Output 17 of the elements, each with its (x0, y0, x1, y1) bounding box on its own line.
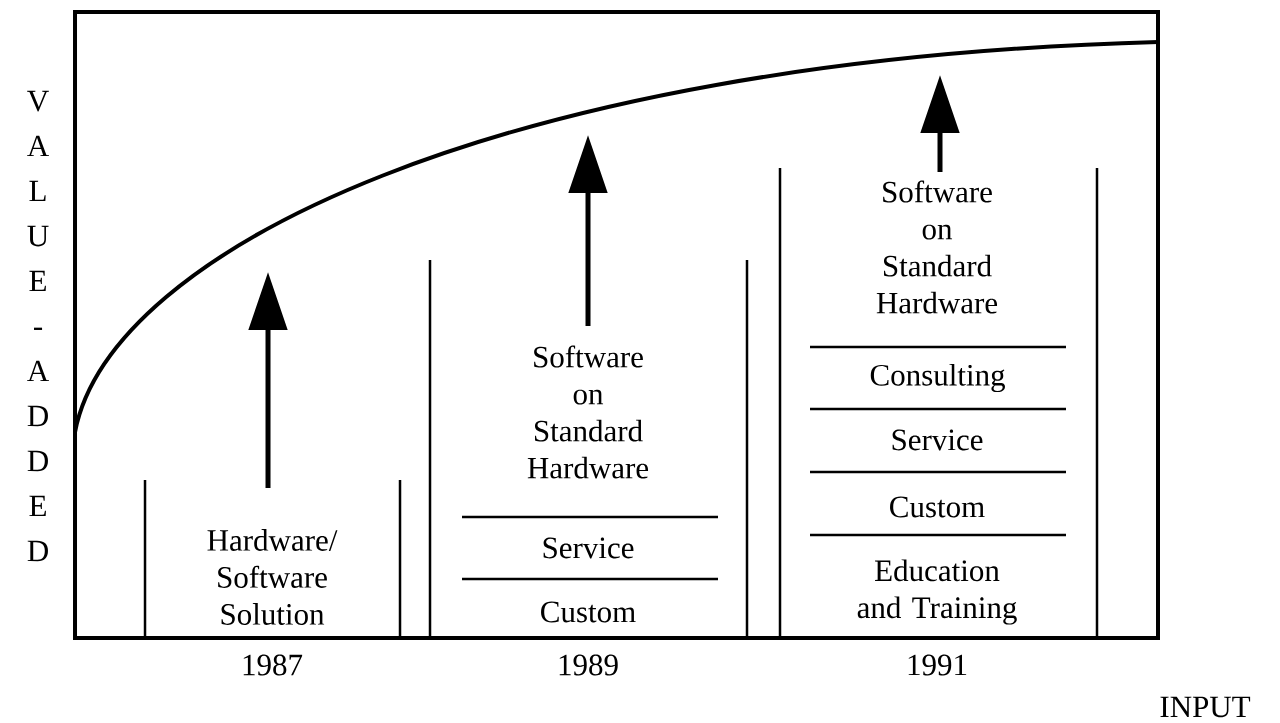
year-label: 1989 (559, 654, 618, 676)
axis-label: VALUE-ADDED (27, 90, 49, 562)
column-text: Hardware/ Software Solution (207, 529, 338, 625)
column-frame (778, 168, 1099, 638)
column-text: Software on Standard Hardware (876, 180, 998, 314)
column-frame (143, 480, 402, 638)
column-text: Software on Standard Hardware (527, 345, 649, 479)
column-text: Consulting (870, 363, 1005, 393)
column-text: Education and Training (857, 559, 1017, 625)
year-label: 1987 (243, 654, 303, 676)
column-text: Custom (890, 496, 985, 518)
column-frame (428, 260, 749, 638)
axis-label: INPUT (1160, 696, 1251, 718)
column-text: Custom (541, 601, 636, 623)
column-text: Service (892, 429, 983, 451)
column-text: Service (543, 537, 634, 559)
year-label: 1991 (908, 654, 967, 676)
